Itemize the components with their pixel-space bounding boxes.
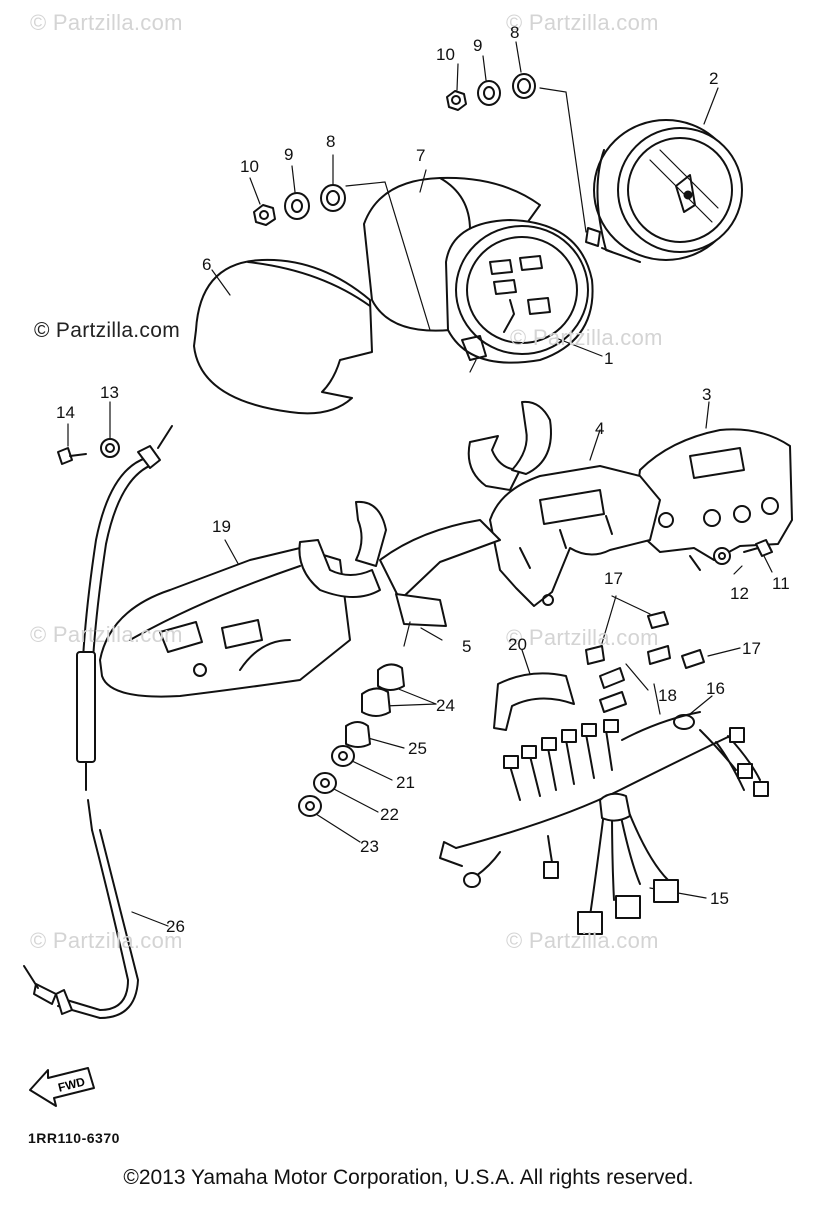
callout-19: 19: [212, 517, 231, 536]
callout-2: 2: [709, 69, 719, 88]
callout-6: 6: [202, 255, 212, 274]
wire-harness: [439, 711, 769, 935]
drawing-code: 1RR110-6370: [28, 1130, 120, 1146]
callout-24: 24: [436, 696, 455, 715]
callout-20: 20: [508, 635, 527, 654]
callout-10: 10: [240, 157, 259, 176]
callout-11: 11: [772, 574, 790, 593]
speedometer-assembly: [445, 219, 594, 373]
callout-21: 21: [396, 773, 415, 792]
watermark: © Partzilla.com: [30, 928, 183, 953]
hardware-set-upper: [446, 73, 536, 111]
callout-8: 8: [510, 23, 520, 42]
callout-13: 13: [100, 383, 119, 402]
meter-housing: [99, 500, 501, 698]
callout-25: 25: [408, 739, 427, 758]
fwd-label: FWD: [57, 1074, 87, 1094]
callout-23: 23: [360, 837, 379, 856]
fwd-arrow: FWD: [29, 1067, 95, 1107]
callout-18: 18: [658, 686, 677, 705]
hardware-set-lower: [253, 184, 346, 226]
meter-cable: [23, 425, 173, 1019]
watermark: © Partzilla.com: [510, 325, 663, 350]
callout-14: 14: [56, 403, 75, 422]
callout-4: 4: [595, 419, 605, 438]
callout-26: 26: [166, 917, 185, 936]
callout-10: 10: [436, 45, 455, 64]
meter-cover: [193, 258, 373, 415]
watermark: © Partzilla.com: [506, 10, 659, 35]
watermark: © Partzilla.com: [30, 622, 183, 647]
grommets: [298, 663, 405, 817]
watermark: © Partzilla.com: [506, 928, 659, 953]
copyright-notice: ©2013 Yamaha Motor Corporation, U.S.A. A…: [123, 1166, 694, 1189]
callout-5: 5: [462, 637, 472, 656]
callout-9: 9: [284, 145, 294, 164]
callout-8: 8: [326, 132, 336, 151]
callout-3: 3: [702, 385, 712, 404]
bulb-sockets: [585, 611, 705, 730]
screw-and-washer: [57, 438, 120, 465]
callout-1: 1: [604, 349, 614, 368]
callout-7: 7: [416, 146, 426, 165]
callout-17: 17: [742, 639, 761, 658]
leader-lines: [67, 41, 773, 927]
callout-15: 15: [710, 889, 729, 908]
callout-22: 22: [380, 805, 399, 824]
cover-plate: [493, 672, 575, 731]
mounting-bracket: [467, 400, 661, 607]
callout-17: 17: [604, 569, 623, 588]
watermark: © Partzilla.com: [506, 625, 659, 650]
callout-16: 16: [706, 679, 725, 698]
watermark: © Partzilla.com: [30, 10, 183, 35]
callout-12: 12: [730, 584, 749, 603]
callout-9: 9: [473, 36, 483, 55]
watermark: © Partzilla.com: [34, 319, 181, 342]
tachometer-assembly: [585, 119, 743, 263]
bolt-and-washer: [713, 539, 773, 565]
